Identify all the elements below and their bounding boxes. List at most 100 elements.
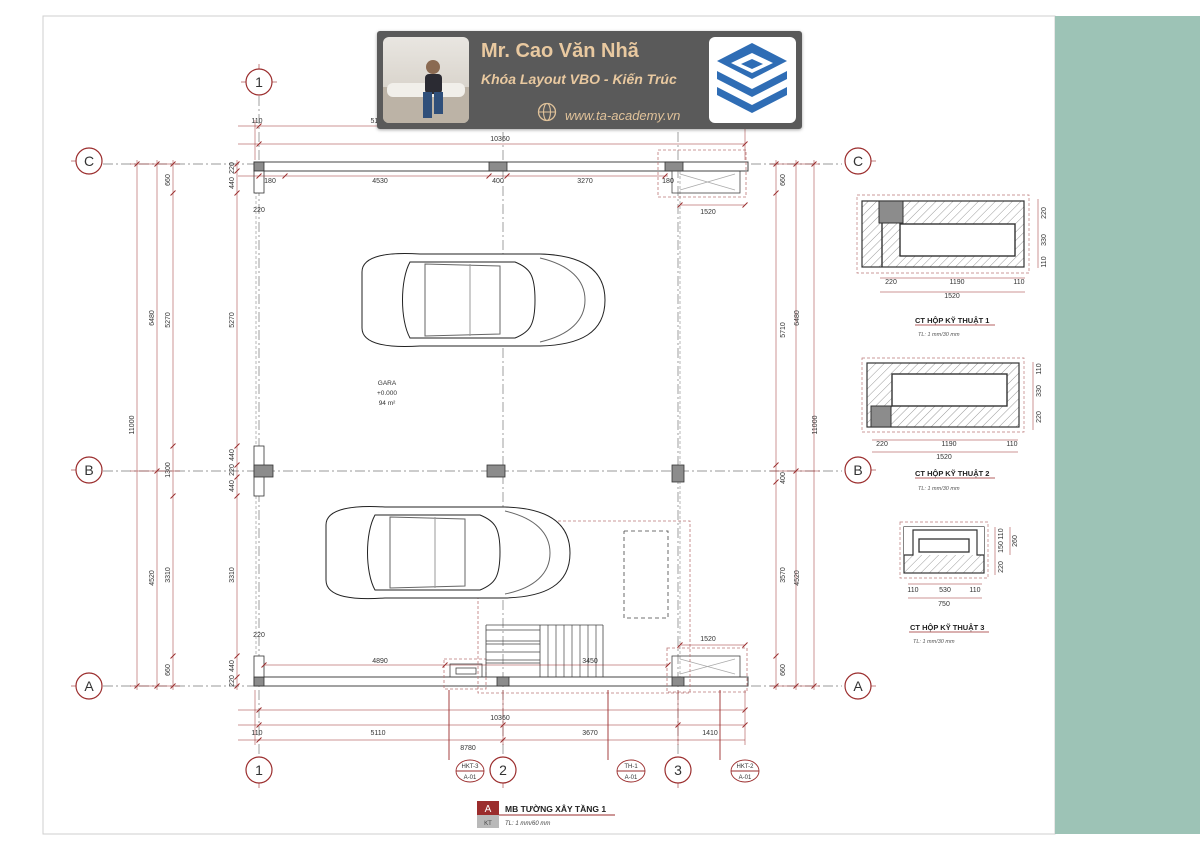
technical-box-hkt1 <box>657 149 747 198</box>
dimension-tick <box>256 141 262 147</box>
dimension-tick <box>486 173 492 179</box>
dim-right-400: 400 <box>780 472 787 484</box>
dimension-tick <box>256 707 262 713</box>
dim-right-5710: 5710 <box>780 322 787 338</box>
detail2-v-330: 330 <box>1036 385 1043 397</box>
stacked-layers-logo-icon <box>709 37 796 123</box>
dim-near-440-a: 440 <box>229 177 236 189</box>
detail2-h-1190: 1190 <box>941 441 956 448</box>
dimension-tick <box>170 161 176 167</box>
dimension-tick <box>742 722 748 728</box>
detail3-title: CT HỘP KỸ THUẬT 3 <box>910 623 984 632</box>
dimension-tick <box>170 653 176 659</box>
dim-bottom-3670: 3670 <box>582 730 598 737</box>
dimension-tick <box>793 683 799 689</box>
dim-c-4530: 4530 <box>372 178 388 185</box>
detail3-h-110-left: 110 <box>907 587 918 594</box>
dim-near-220-b: 220 <box>229 464 236 476</box>
dim-c-180-left: 180 <box>264 178 276 185</box>
dim-bottom-total: 10360 <box>490 715 510 722</box>
grid-label-b-right: B <box>853 462 862 478</box>
tag-th1-code: TH-1 <box>624 764 638 770</box>
detail1-scale: TL: 1 mm/30 mm <box>918 332 960 338</box>
dim-c-400: 400 <box>492 178 504 185</box>
detail1-h-110: 110 <box>1013 279 1024 286</box>
dimension-tick <box>234 462 240 468</box>
dim-left-6480: 6480 <box>149 310 156 326</box>
title-block-title: MB TƯỜNG XÂY TẦNG 1 <box>505 803 606 814</box>
dimension-tick <box>742 141 748 147</box>
dim-near-3310: 3310 <box>229 567 236 583</box>
detail3-v-220: 220 <box>998 561 1005 573</box>
technical-box-hkt2 <box>666 647 748 693</box>
dimension-tick <box>234 493 240 499</box>
dimension-tick <box>500 722 506 728</box>
grid-label-2-bottom: 2 <box>499 762 507 778</box>
dimension-tick <box>234 161 240 167</box>
dim-top-110: 110 <box>251 118 262 125</box>
dimension-tick <box>442 662 448 668</box>
room-level: +0.000 <box>377 390 397 397</box>
dimension-tick <box>662 173 668 179</box>
dim-box-1520-bottom: 1520 <box>700 636 716 643</box>
dimension-tick <box>773 479 779 485</box>
section-tags <box>448 690 760 783</box>
dimension-tick <box>773 161 779 167</box>
dim-left-660-bottom: 660 <box>165 664 172 676</box>
car-top <box>361 253 606 347</box>
title-block-sub-letter: KT <box>484 821 492 827</box>
dim-a-220: 220 <box>253 632 265 639</box>
dimension-tick <box>742 642 748 648</box>
dim-left-3310: 3310 <box>165 567 172 583</box>
dim-right-11000: 11000 <box>812 415 819 434</box>
dim-near-440-c: 440 <box>229 480 236 492</box>
dim-right-4520: 4520 <box>794 570 801 586</box>
dimension-tick <box>504 173 510 179</box>
dim-right-6480: 6480 <box>794 310 801 326</box>
dim-near-220-c: 220 <box>229 675 236 687</box>
detail3-v-260: 260 <box>1012 535 1019 547</box>
dim-right-660-bottom: 660 <box>780 664 787 676</box>
dimension-tick <box>234 190 240 196</box>
dim-near-440-b: 440 <box>229 449 236 461</box>
dimension-tick <box>742 707 748 713</box>
dim-right-660-top: 660 <box>780 174 787 186</box>
dimension-tick <box>234 443 240 449</box>
detail3-v-150: 150 <box>998 541 1005 553</box>
grid-label-b-left: B <box>84 462 93 478</box>
dimension-tick <box>134 161 140 167</box>
detail1-v-330: 330 <box>1041 234 1048 246</box>
instructor-banner: Mr. Cao Văn Nhã Khóa Layout VBO - Kiến T… <box>377 31 802 129</box>
dim-c-220: 220 <box>253 207 265 214</box>
detail2-total: 1520 <box>936 454 952 461</box>
dim-c-180-right: 180 <box>662 178 674 185</box>
website-link[interactable]: www.ta-academy.vn <box>565 108 681 123</box>
dim-left-1300: 1300 <box>165 462 172 478</box>
walls <box>253 161 749 687</box>
dim-left-11000: 11000 <box>129 415 136 434</box>
dimension-tick <box>154 683 160 689</box>
dimension-tick <box>677 642 683 648</box>
dimension-tick <box>256 737 262 743</box>
dim-top-total: 10360 <box>490 136 510 143</box>
detail3-v-110: 110 <box>998 528 1005 539</box>
title-block: A KT MB TƯỜNG XÂY TẦNG 1 TL: 1 mm/60 mm <box>477 801 615 828</box>
dimension-tick <box>675 722 681 728</box>
dimension-tick <box>154 468 160 474</box>
tag-hkt3-sheet: A-01 <box>464 775 477 781</box>
tag-hkt3-code: HKT-3 <box>461 764 479 770</box>
dimension-tick <box>234 474 240 480</box>
dim-near-5270: 5270 <box>229 312 236 328</box>
grid-label-3-bottom: 3 <box>674 762 682 778</box>
grid-label-1-bottom: 1 <box>255 762 263 778</box>
dim-bottom-1410: 1410 <box>702 730 718 737</box>
dimension-tick <box>234 674 240 680</box>
dimension-tick <box>665 662 671 668</box>
dim-near-220-a: 220 <box>229 162 236 174</box>
detail2-scale: TL: 1 mm/30 mm <box>918 486 960 492</box>
dimension-lines <box>130 120 820 745</box>
side-panel <box>1055 16 1200 834</box>
dim-bottom-5110: 5110 <box>370 730 385 737</box>
dim-box-1520-top: 1520 <box>700 209 716 216</box>
room-name: GARA <box>378 380 397 387</box>
